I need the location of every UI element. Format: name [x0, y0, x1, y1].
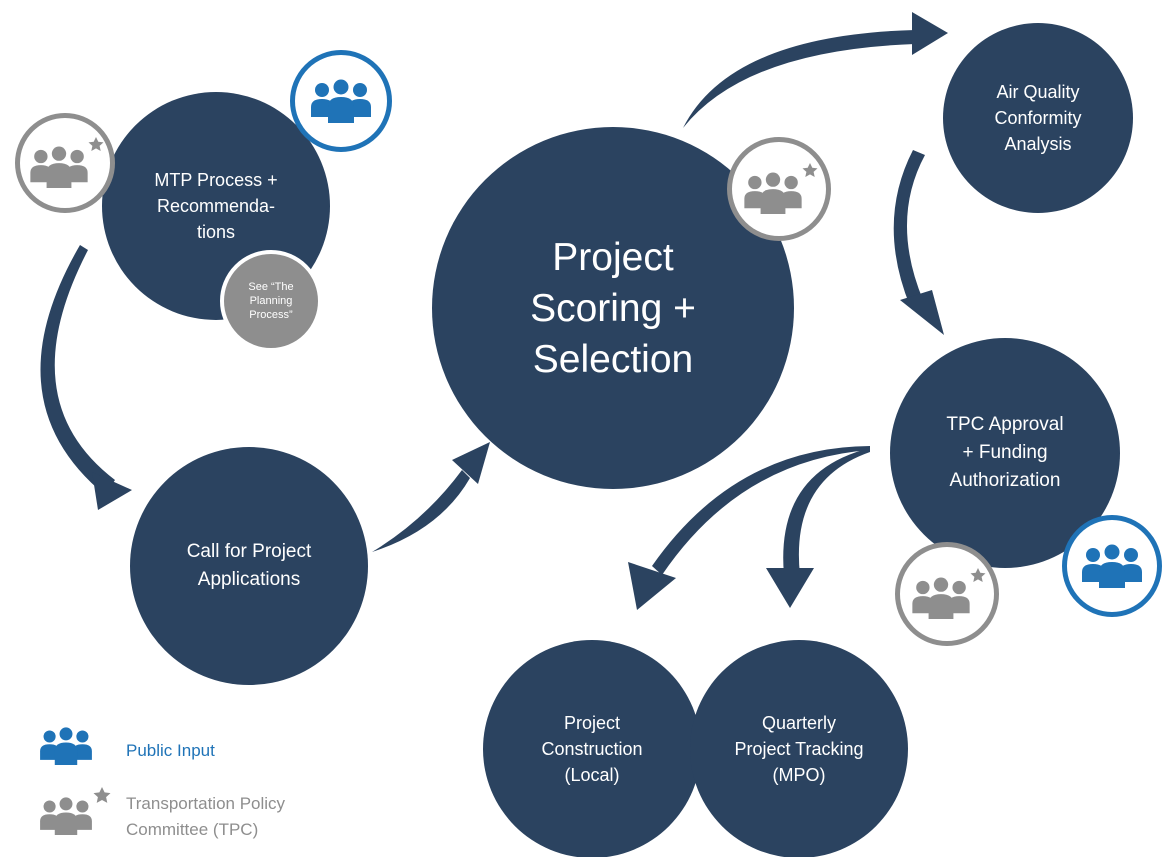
- arrow-mtp-to-call: [40, 245, 132, 510]
- legend-tpc-label: Transportation Policy Committee (TPC): [126, 794, 286, 839]
- node-call-for-applications: Call for Project Applications: [130, 447, 368, 685]
- see-planning-process-note: See “The Planning Process”: [220, 250, 322, 352]
- arrow-tpc-to-construction: [628, 446, 870, 610]
- public-badge-approval: [1062, 515, 1162, 617]
- arrow-call-to-scoring: [372, 442, 490, 552]
- public-people-icon: [1082, 544, 1142, 588]
- node-tpc-label: TPC Approval + Funding Authorization: [946, 414, 1064, 491]
- arrow-air-to-tpc: [893, 150, 944, 335]
- legend-public-input-label: Public Input: [126, 741, 215, 760]
- tpc-people-icon: [30, 137, 104, 188]
- arrow-scoring-to-air: [683, 12, 948, 128]
- tpc-badge-mtp: [15, 113, 115, 213]
- node-air-label: Air Quality Conformity Analysis: [994, 82, 1082, 154]
- node-mtp-label: MTP Process + Recommenda- tions: [154, 170, 278, 242]
- tpc-badge-scoring: [727, 137, 831, 241]
- node-project-construction: Project Construction (Local): [483, 640, 701, 857]
- node-scoring-label: Project Scoring + Selection: [530, 235, 696, 381]
- legend-tpc-icon: [40, 787, 111, 835]
- tpc-people-icon: [744, 163, 818, 214]
- node-construction-label: Project Construction (Local): [541, 713, 643, 785]
- tpc-badge-approval: [895, 542, 999, 646]
- star-icon: [93, 787, 111, 803]
- public-badge-mtp: [290, 50, 392, 152]
- node-air-quality: Air Quality Conformity Analysis: [943, 23, 1133, 213]
- legend-public-icon: [40, 727, 92, 765]
- node-call-label: Call for Project Applications: [186, 541, 312, 590]
- arrow-tpc-to-tracking: [766, 448, 870, 608]
- public-people-icon: [311, 79, 371, 123]
- tpc-people-icon: [912, 568, 986, 619]
- node-quarterly-tracking: Quarterly Project Tracking (MPO): [690, 640, 908, 857]
- node-tracking-label: Quarterly Project Tracking (MPO): [734, 713, 864, 785]
